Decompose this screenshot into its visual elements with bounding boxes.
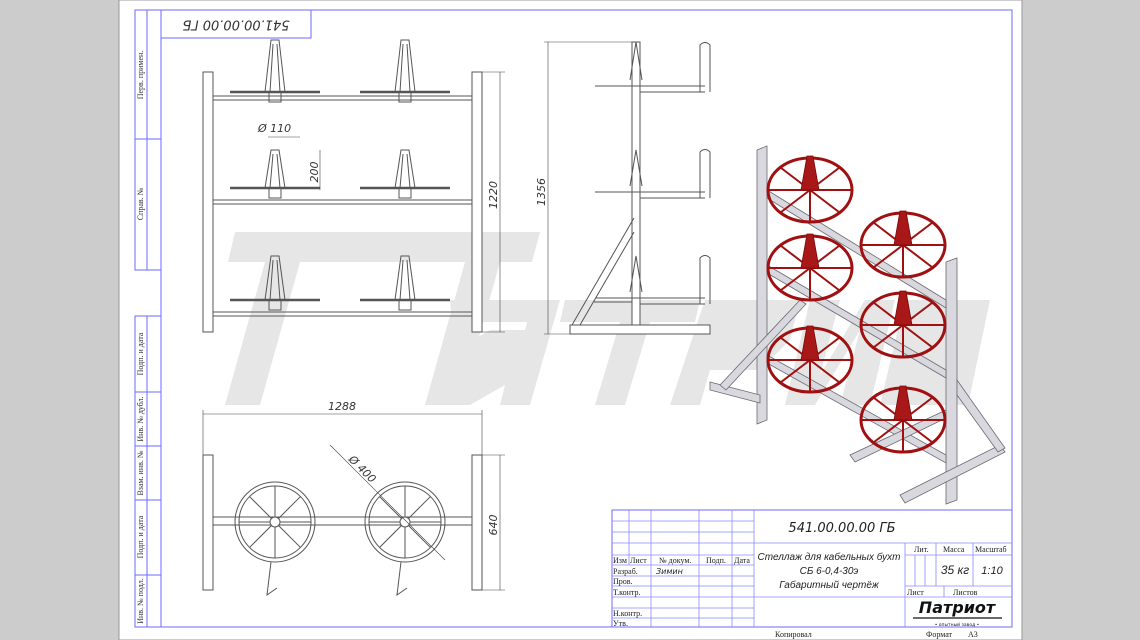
- lit-label: Лит.: [914, 545, 929, 554]
- stamp-inv-dubl: Инв. № дубл.: [136, 396, 145, 441]
- title-line-3: Габаритный чертёж: [779, 579, 880, 591]
- spool-hub: [394, 255, 416, 301]
- designation: 541.00.00.00 ГБ: [788, 521, 895, 536]
- dim-top-depth: 640: [487, 515, 500, 536]
- side-stamps: Перв. примен. Справ. № Подп. и дата Инв.…: [134, 9, 162, 628]
- front-view: Ø 110 200 1220: [202, 39, 505, 333]
- reel-handle: [396, 561, 408, 597]
- role-tech-control: Т.контр.: [613, 588, 640, 597]
- reel-rim: [364, 481, 446, 563]
- footer-format-label: Формат: [926, 630, 953, 639]
- spool-hub: [264, 149, 286, 189]
- reel-spoke: [379, 521, 406, 548]
- top-stamp-code: 541.00.00.00 ГБ: [182, 17, 289, 32]
- reel-spoke: [249, 496, 276, 523]
- reel-3d: [766, 233, 854, 302]
- spool-front: [360, 255, 450, 311]
- spool-bracket: [398, 187, 412, 199]
- spool-front: [360, 149, 450, 199]
- stamp-inv-podl: Инв. № подл.: [136, 578, 145, 624]
- reel-hub: [893, 385, 913, 421]
- dim-front-height: 1220: [487, 181, 500, 209]
- role-checker: Пров.: [613, 577, 633, 586]
- spool-hub-rib: [269, 43, 281, 93]
- reel-spoke: [404, 521, 431, 548]
- spool-hub-rib: [399, 259, 411, 301]
- stamp-podp-data-1: Подп. и дата: [136, 332, 145, 375]
- hdr-change: Изм: [613, 556, 627, 565]
- reel-3d: [766, 155, 854, 224]
- company-logo: Патриот • опытный завод •: [913, 598, 1002, 628]
- reel-spoke: [274, 521, 301, 548]
- spool-bracket: [268, 187, 282, 199]
- stamp-sprav-no: Справ. №: [136, 187, 145, 220]
- sheets-label: Листов: [953, 588, 978, 597]
- dim-hub-height: 200: [308, 162, 321, 183]
- reel-spoke: [379, 496, 406, 523]
- reel-3d: [859, 210, 947, 279]
- spool-hub: [264, 255, 286, 301]
- spool-front: [230, 149, 320, 199]
- dim-hub-diameter: Ø 110: [257, 122, 291, 135]
- reel-spoke: [249, 521, 276, 548]
- reel-hub: [399, 516, 411, 528]
- footer-format-value: A3: [968, 630, 978, 639]
- developer-name: Зимин: [656, 567, 683, 576]
- title-line-1: Стеллаж для кабельных бухт: [758, 551, 901, 563]
- reel-top: [364, 481, 446, 597]
- stamp-podp-data-2: Подп. и дата: [136, 515, 145, 558]
- spool-front: [360, 39, 450, 103]
- role-developer: Разраб.: [613, 567, 638, 576]
- spool-bracket: [398, 299, 412, 311]
- scale-value: 1:10: [981, 565, 1003, 577]
- reel-hub: [800, 325, 820, 361]
- spool-hub: [394, 39, 416, 93]
- title-line-2: СБ 6-0,4-30э: [800, 566, 859, 577]
- isometric-view: [709, 145, 1006, 505]
- spool-bracket: [398, 91, 412, 103]
- reel-3d: [859, 290, 947, 359]
- reel-top: [234, 481, 316, 597]
- spool-front: [230, 39, 320, 103]
- reel-hub: [269, 516, 281, 528]
- dim-side-height: 1356: [535, 178, 548, 206]
- hdr-sheet: Лист: [630, 556, 647, 565]
- reel-3d: [766, 325, 854, 394]
- reel-rim: [234, 481, 316, 563]
- mass-value: 35 кг: [941, 563, 969, 577]
- reel-3d: [859, 385, 947, 454]
- stamp-perv-primen: Перв. примен.: [136, 51, 145, 100]
- reel-handle: [266, 561, 278, 597]
- hdr-doc-no: № докум.: [659, 556, 691, 565]
- spool-bracket: [268, 91, 282, 103]
- spool-hub-rib: [269, 153, 281, 189]
- scale-label: Масштаб: [975, 545, 1007, 554]
- role-norm-control: Н.контр.: [613, 609, 642, 618]
- footer-copied: Копировал: [775, 630, 812, 639]
- title-block: 541.00.00.00 ГБ Изм Лист № докум. Подп. …: [611, 509, 1013, 628]
- spool-bracket: [268, 299, 282, 311]
- side-view: 1356: [535, 41, 711, 335]
- svg-text:• опытный завод •: • опытный завод •: [935, 621, 980, 628]
- reel-spoke: [404, 496, 431, 523]
- sheet-label: Лист: [907, 588, 924, 597]
- svg-text:Патриот: Патриот: [919, 598, 997, 617]
- spool-hub-rib: [399, 153, 411, 189]
- dim-top-width: 1288: [328, 400, 356, 413]
- reel-hub: [800, 155, 820, 191]
- spool-front: [230, 255, 320, 311]
- reel-hub: [893, 210, 913, 246]
- hdr-date: Дата: [734, 556, 750, 565]
- spool-hub: [394, 149, 416, 189]
- mass-label: Масса: [943, 545, 965, 554]
- spool-hub-rib: [269, 259, 281, 301]
- stamp-vzam-inv: Взам. инв. №: [136, 450, 145, 495]
- reel-hub: [893, 290, 913, 326]
- spool-hub-rib: [399, 43, 411, 93]
- reel-spoke: [274, 496, 301, 523]
- hdr-signature: Подп.: [706, 556, 726, 565]
- spool-hub: [264, 39, 286, 93]
- role-approved: Утв.: [613, 619, 628, 628]
- reel-hub: [800, 233, 820, 269]
